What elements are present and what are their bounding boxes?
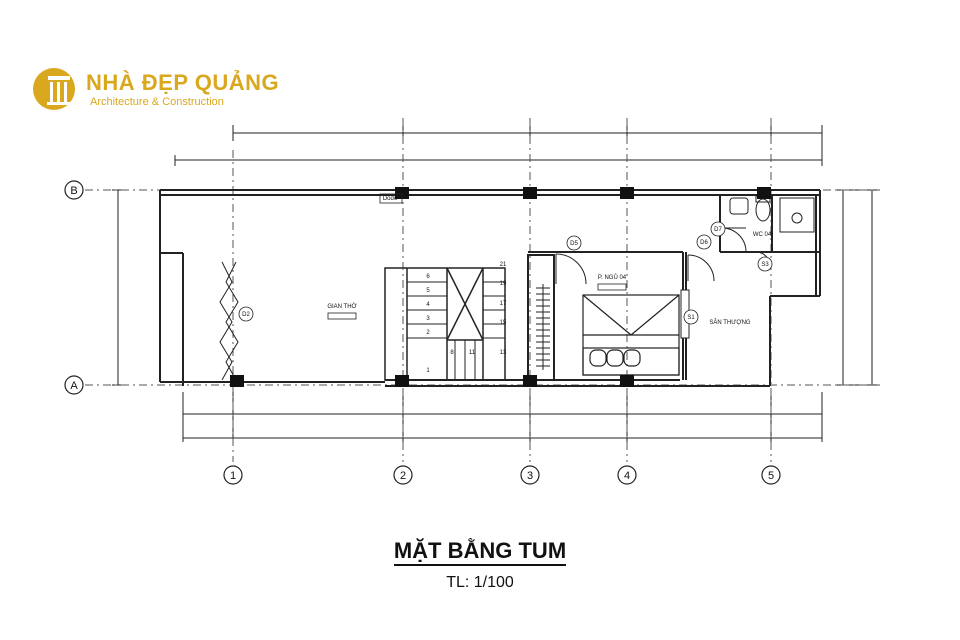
brand-name: NHÀ ĐẸP QUẢNG [86,70,280,95]
axis-label-a: A [70,380,78,392]
axis-label-5: 5 [768,470,774,482]
door-tag-d7: D7 [714,227,722,233]
stair-number: 21 [500,262,507,268]
stair-number: 6 [426,274,430,280]
drawing-scale: TL: 1/100 [446,574,514,591]
door-tag-d5: D5 [570,241,578,247]
stair-number: 17 [500,301,507,307]
company-logo-icon [33,68,75,110]
stair-number: 2 [426,330,430,336]
stair-number: 1 [426,368,430,374]
stair-number: 13 [500,350,507,356]
stair-number: 11 [469,350,476,356]
axis-label-3: 3 [527,470,533,482]
stair-number: 5 [426,288,430,294]
brand-tagline: Architecture & Construction [90,96,224,108]
axis-label-1: 1 [230,470,236,482]
stair-number: 8 [450,350,454,356]
room-label-worship: GIAN THỜ [327,303,356,310]
window-tag-s3: S3 [761,262,769,268]
stair-number: 15 [500,320,507,326]
stair-number: 4 [426,302,430,308]
stair-number: 19 [500,281,507,287]
drawing-title-text: MẶT BẰNG TUM [393,538,567,566]
room-label-wc: WC 04 [753,232,772,238]
drawing-title: MẶT BẰNG TUM [0,538,960,566]
room-label-bedroom: P. NGỦ 04 [598,274,627,281]
stair-number: 3 [426,316,430,322]
room-label-terrace: SÂN THƯỢNG [709,319,750,326]
axis-label-2: 2 [400,470,406,482]
window-tag-s1: S1 [687,315,695,321]
axis-label-b: B [70,185,77,197]
axis-label-4: 4 [624,470,630,482]
door-tag-d2: D2 [242,312,250,318]
small-tag-label: Dodo [383,196,398,202]
door-tag-d6: D6 [700,240,708,246]
